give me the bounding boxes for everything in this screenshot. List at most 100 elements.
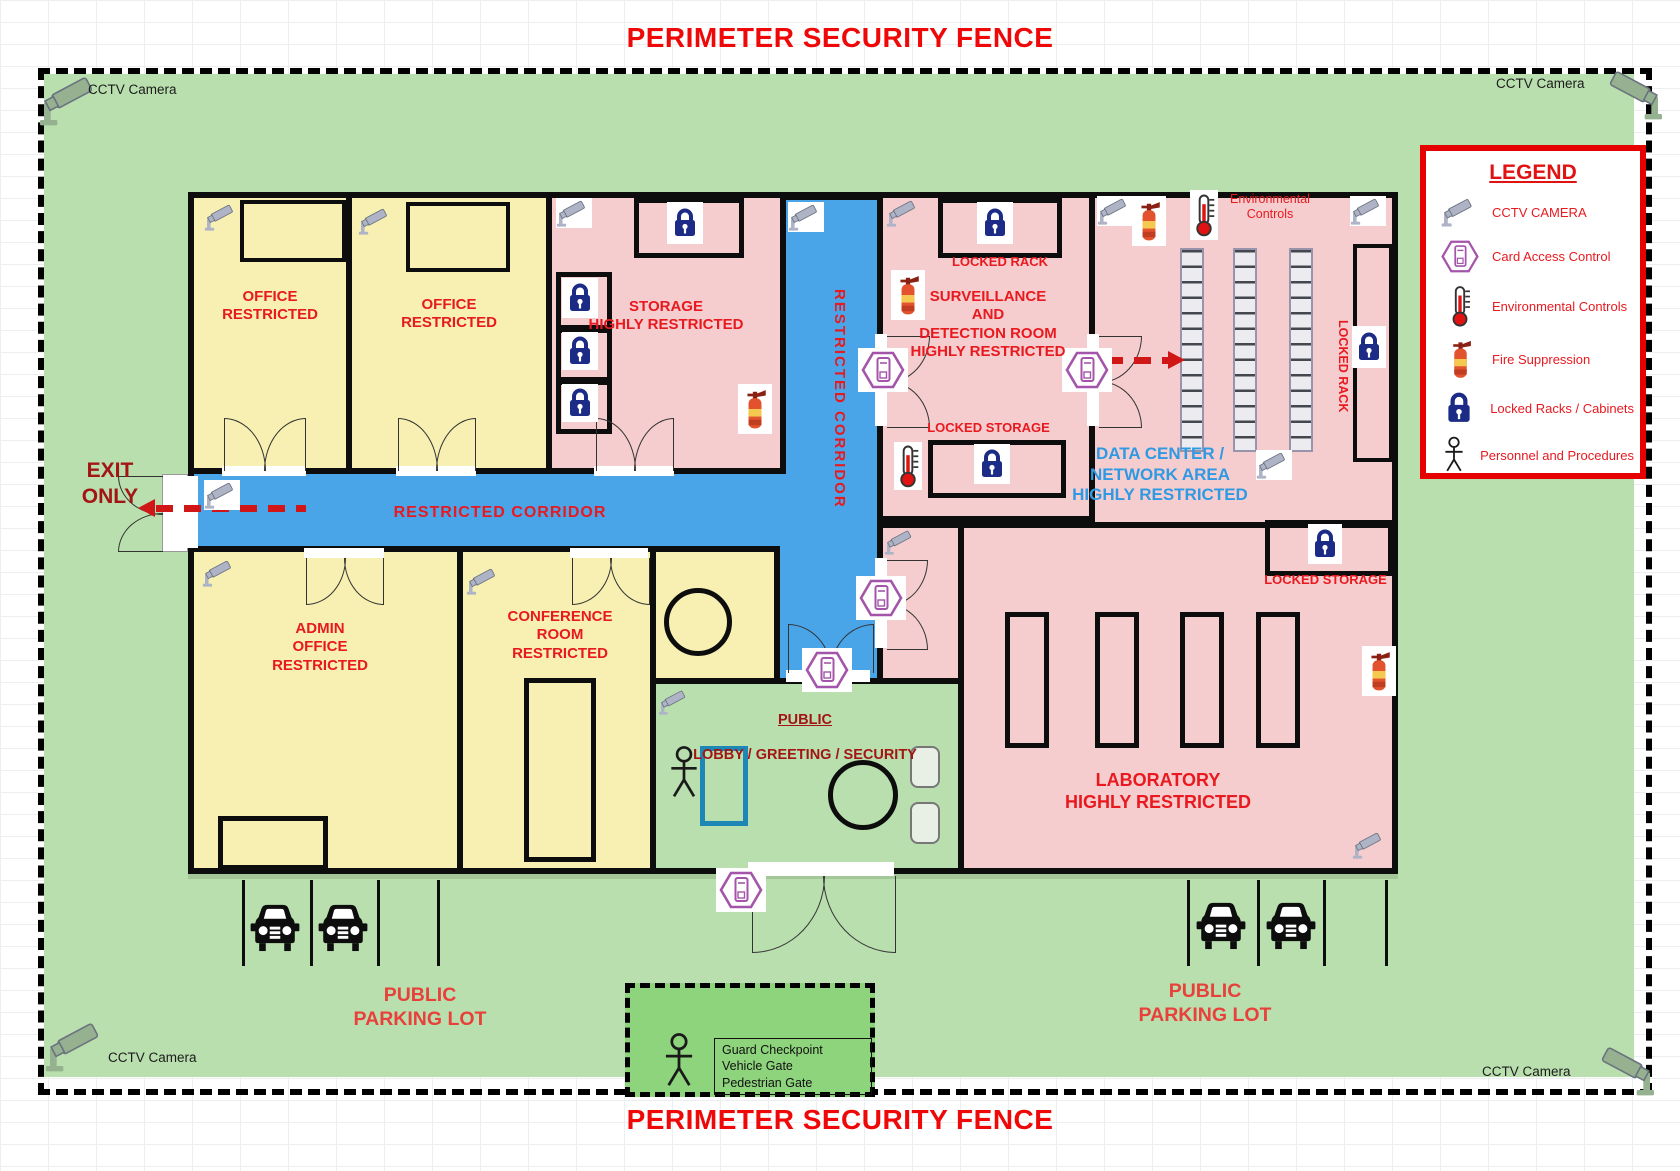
server-rack	[1233, 248, 1257, 452]
door-gap	[594, 466, 674, 476]
legend-label: Locked Racks / Cabinets	[1490, 400, 1634, 416]
locked-rack-icon	[1438, 391, 1480, 425]
locked-cabinet	[556, 328, 612, 382]
legend-title: LEGEND	[1489, 161, 1577, 184]
cctv-camera-icon	[40, 72, 104, 128]
corridor-label-vertical: RESTRICTED CORRIDOR	[831, 289, 848, 509]
room-label-lobby: PUBLIC LOBBY / GREETING / SECURITY	[665, 694, 945, 765]
parking-line	[1323, 880, 1326, 966]
legend-row: Card Access Control	[1438, 239, 1634, 274]
exit-only-label: EXIT ONLY	[81, 459, 139, 508]
locked-cabinet	[556, 272, 612, 330]
door-gap	[184, 476, 198, 548]
cctv-camera-icon	[358, 206, 394, 236]
cctv-camera-icon	[1352, 830, 1388, 860]
legend-label: Environmental Controls	[1492, 298, 1628, 314]
locked-storage-icon	[974, 444, 1010, 484]
card-access-icon	[858, 348, 908, 392]
personnel-icon	[662, 1032, 696, 1090]
card-access-icon	[802, 648, 852, 692]
parking-line	[310, 880, 313, 966]
server-rack	[1180, 248, 1204, 452]
legend-label: Personnel and Procedures	[1480, 447, 1634, 463]
cctv-camera-icon	[1598, 66, 1662, 122]
card-access-icon	[1438, 239, 1482, 274]
guard-checkpoint-label: Guard Checkpoint Vehicle Gate Pedestrian…	[714, 1038, 872, 1095]
parking-line	[1187, 880, 1190, 966]
security-desk	[700, 746, 748, 826]
wall-segment	[780, 192, 883, 200]
room-label-office-1: OFFICE RESTRICTED	[222, 288, 318, 324]
legend-row: Locked Racks / Cabinets	[1438, 391, 1634, 425]
locked-storage-label: LOCKED STORAGE	[927, 420, 1050, 435]
locked-cabinet	[556, 380, 612, 434]
fire-suppression-icon	[1132, 196, 1166, 246]
lobby-table	[828, 760, 898, 830]
locked-cabinet-icon	[562, 332, 598, 370]
legend-row: Personnel and Procedures	[1438, 436, 1634, 474]
room-label-admin: ADMIN OFFICE RESTRICTED	[272, 620, 368, 674]
cctv-camera-icon	[788, 202, 824, 232]
conference-table	[524, 678, 596, 862]
parking-line	[1257, 880, 1260, 966]
room-office-1	[188, 192, 352, 474]
cctv-label-tl: CCTV Camera	[88, 82, 177, 97]
car-icon	[1262, 896, 1320, 952]
cctv-camera-icon	[884, 528, 918, 556]
legend-label: Card Access Control	[1492, 249, 1611, 264]
cctv-camera-icon	[1256, 450, 1292, 480]
locked-rack-cabinet	[938, 198, 1062, 258]
car-icon	[246, 898, 304, 954]
data-center-arrow	[1106, 357, 1168, 364]
locked-rack-label-vertical: LOCKED RACK	[1336, 319, 1350, 413]
guard-checkpoint: Guard Checkpoint Vehicle Gate Pedestrian…	[625, 983, 875, 1097]
lobby-title: PUBLIC	[778, 711, 832, 728]
door-gap	[304, 548, 384, 558]
fire-suppression-icon	[891, 270, 925, 320]
page-title-bottom: PERIMETER SECURITY FENCE	[626, 1104, 1054, 1135]
room-label-storage: STORAGE HIGHLY RESTRICTED	[588, 298, 744, 334]
environmental-controls-icon	[894, 442, 922, 490]
chair	[910, 802, 940, 844]
room-label-laboratory: LABORATORY HIGHLY RESTRICTED	[1064, 770, 1252, 812]
cctv-label-br: CCTV Camera	[1482, 1064, 1571, 1079]
locked-rack-icon	[667, 202, 703, 244]
card-access-icon	[856, 576, 906, 620]
exit-arrow-head	[138, 499, 155, 517]
locked-rack-cabinet	[634, 198, 744, 258]
fire-suppression-icon	[1362, 646, 1396, 696]
locked-storage-icon	[1308, 524, 1342, 564]
parking-line	[1385, 880, 1388, 966]
locked-rack-label: LOCKED RACK	[951, 254, 1049, 269]
cctv-camera-icon	[466, 566, 502, 596]
locked-storage-label: LOCKED STORAGE	[1264, 572, 1387, 587]
cctv-camera-icon	[886, 198, 922, 228]
room-label-conference: CONFERENCE ROOM RESTRICTED	[507, 608, 613, 662]
legend-label: CCTV CAMERA	[1492, 204, 1587, 220]
environmental-controls-icon	[1190, 190, 1218, 240]
door-gap	[570, 548, 648, 558]
round-table	[664, 588, 732, 656]
door-gap	[222, 466, 306, 476]
door-gap	[748, 862, 894, 876]
parking-label-left: PUBLIC PARKING LOT	[353, 984, 487, 1030]
cctv-label-bl: CCTV Camera	[108, 1050, 197, 1065]
legend: LEGEND CCTV CAMERA Card Access Control E…	[1420, 145, 1646, 479]
desk	[406, 202, 510, 272]
server-rack	[1289, 248, 1313, 452]
legend-label: Fire Suppression	[1492, 351, 1591, 367]
door-gap	[396, 466, 476, 476]
lab-bench	[1005, 612, 1049, 748]
fire-suppression-icon	[1438, 338, 1482, 380]
parking-line	[437, 880, 440, 966]
personnel-icon	[1438, 436, 1470, 474]
page-title: PERIMETER SECURITY FENCE	[626, 22, 1054, 53]
cctv-camera-icon	[46, 1018, 110, 1074]
cctv-camera-icon	[1350, 196, 1386, 226]
room-label-data-center: DATA CENTER / NETWORK AREA HIGHLY RESTRI…	[1072, 444, 1248, 505]
cctv-camera-icon	[1097, 196, 1133, 226]
locked-cabinet-icon	[562, 278, 598, 318]
room-conference	[457, 546, 656, 874]
legend-row: CCTV CAMERA	[1438, 196, 1634, 228]
cctv-camera-icon	[556, 198, 592, 228]
